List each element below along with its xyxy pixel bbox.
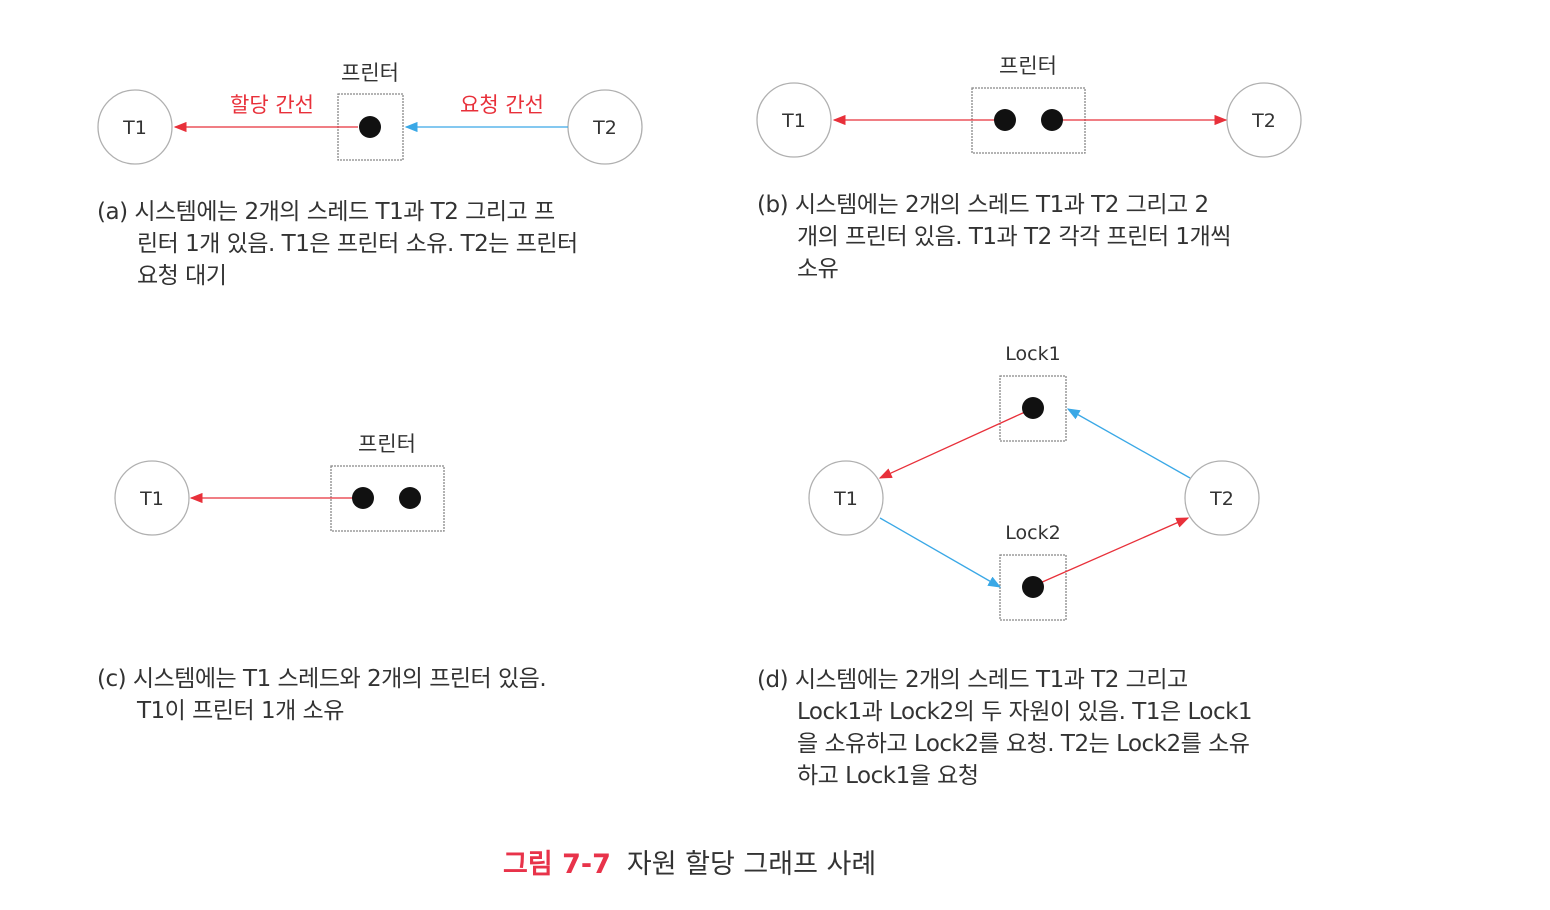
figure-number: 그림 7-7 bbox=[503, 849, 611, 880]
caption-a: (a) 시스템에는 2개의 스레드 T1과 T2 그리고 프 린터 1개 있음.… bbox=[97, 196, 578, 292]
caption-d: (d) 시스템에는 2개의 스레드 T1과 T2 그리고 Lock1과 Lock… bbox=[757, 664, 1253, 792]
resource-instance-dot bbox=[359, 116, 381, 138]
resource-instance-dot bbox=[994, 109, 1016, 131]
caption-line: (b) 시스템에는 2개의 스레드 T1과 T2 그리고 2 bbox=[757, 192, 1209, 218]
caption-line: (a) 시스템에는 2개의 스레드 T1과 T2 그리고 프 bbox=[97, 199, 555, 225]
request-edge-label: 요청 간선 bbox=[460, 93, 544, 117]
resource-label: Lock2 bbox=[1005, 522, 1060, 544]
caption-line: 을 소유하고 Lock2를 요청. T2는 Lock2를 소유 bbox=[797, 731, 1250, 757]
caption-line: (c) 시스템에는 T1 스레드와 2개의 프린터 있음. bbox=[97, 666, 547, 692]
resource-instance-dot bbox=[399, 487, 421, 509]
thread-node-t2 bbox=[1184, 460, 1260, 536]
resource-label: 프린터 bbox=[999, 54, 1057, 78]
caption-line: (d) 시스템에는 2개의 스레드 T1과 T2 그리고 bbox=[757, 667, 1188, 693]
caption-b: (b) 시스템에는 2개의 스레드 T1과 T2 그리고 2 개의 프린터 있음… bbox=[757, 189, 1231, 285]
thread-node-t1 bbox=[756, 82, 832, 158]
node-label: T2 bbox=[1209, 488, 1234, 510]
resource-instance-dot bbox=[1022, 397, 1044, 419]
thread-node-t1 bbox=[114, 460, 190, 536]
request-edge-t1-lock2 bbox=[879, 517, 1002, 588]
resource-instance-dot bbox=[1022, 576, 1044, 598]
resource-instance-dot bbox=[352, 487, 374, 509]
allocation-edge-label: 할당 간선 bbox=[230, 93, 314, 117]
caption-line: 요청 대기 bbox=[137, 263, 227, 289]
resource-instance-dot bbox=[1041, 109, 1063, 131]
allocation-edge-lock1-t1 bbox=[878, 411, 1026, 479]
resource-label: Lock1 bbox=[1005, 343, 1060, 365]
allocation-edge-lock2-t2 bbox=[1039, 517, 1190, 584]
node-label: T1 bbox=[833, 488, 858, 510]
resource-label: 프린터 bbox=[358, 432, 416, 456]
figure-title: 그림 7-7 자원 할당 그래프 사례 bbox=[503, 842, 876, 881]
caption-line: 하고 Lock1을 요청 bbox=[797, 763, 979, 789]
figure-title-text: 자원 할당 그래프 사례 bbox=[626, 849, 877, 880]
node-label: T1 bbox=[781, 110, 806, 132]
node-label: T1 bbox=[122, 117, 147, 139]
caption-line: 린터 1개 있음. T1은 프린터 소유. T2는 프린터 bbox=[137, 231, 578, 257]
caption-line: T1이 프린터 1개 소유 bbox=[137, 698, 344, 724]
caption-c: (c) 시스템에는 T1 스레드와 2개의 프린터 있음. T1이 프린터 1개… bbox=[97, 663, 547, 727]
node-label: T1 bbox=[139, 488, 164, 510]
caption-line: 개의 프린터 있음. T1과 T2 각각 프린터 1개씩 bbox=[797, 224, 1231, 250]
thread-node-t1 bbox=[97, 89, 173, 165]
request-edge-t2-lock1 bbox=[1066, 408, 1191, 479]
node-label: T2 bbox=[592, 117, 617, 139]
resource-label: 프린터 bbox=[341, 61, 399, 85]
caption-line: 소유 bbox=[797, 256, 839, 282]
thread-node-t1 bbox=[808, 460, 884, 536]
caption-line: Lock1과 Lock2의 두 자원이 있음. T1은 Lock1 bbox=[797, 699, 1253, 725]
node-label: T2 bbox=[1251, 110, 1276, 132]
